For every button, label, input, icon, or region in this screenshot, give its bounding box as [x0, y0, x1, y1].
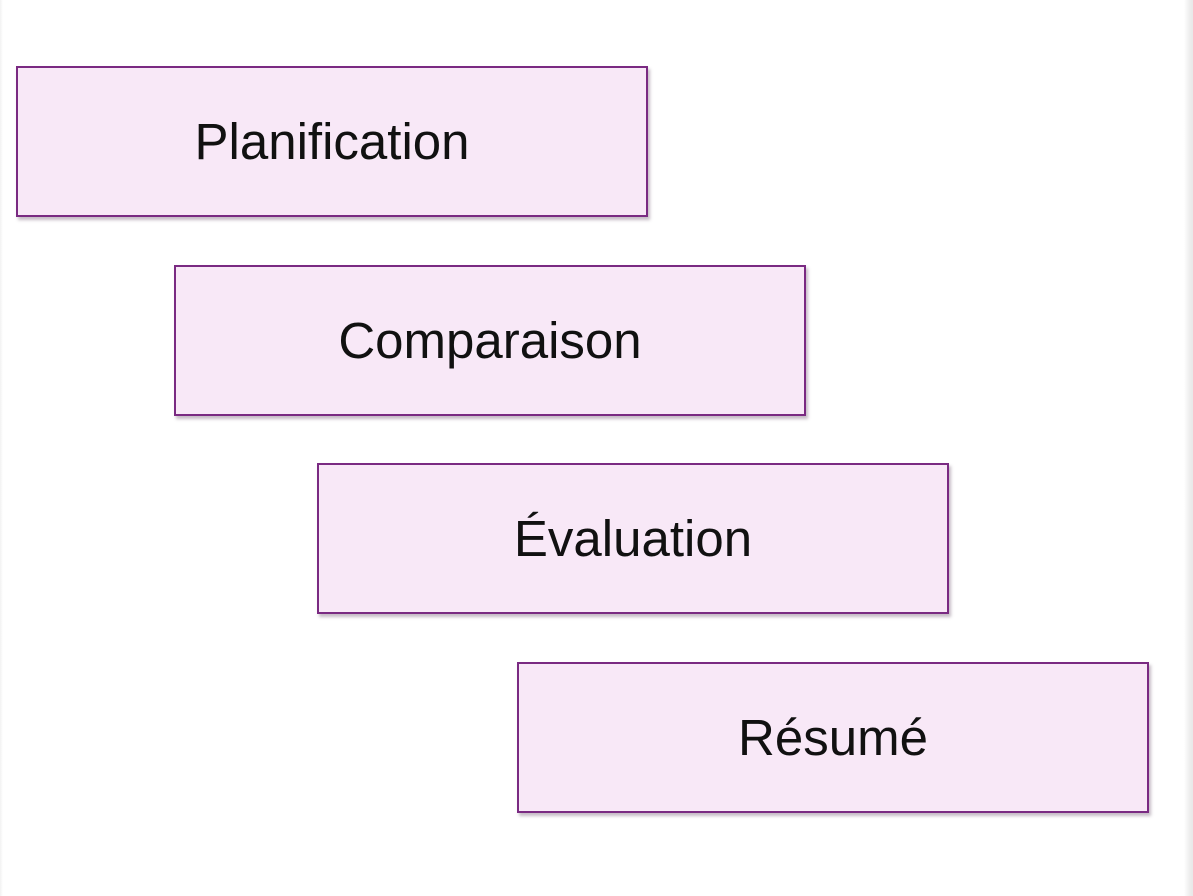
- step-box-evaluation: Évaluation: [317, 463, 949, 614]
- step-label: Planification: [194, 113, 470, 170]
- step-box-comparaison: Comparaison: [174, 265, 806, 416]
- right-edge-divider: [1184, 0, 1193, 896]
- step-label: Comparaison: [338, 312, 642, 369]
- step-label: Résumé: [738, 709, 928, 766]
- step-box-resume: Résumé: [517, 662, 1149, 813]
- left-edge-shading: [0, 0, 3, 896]
- step-label: Évaluation: [513, 510, 753, 567]
- step-box-planification: Planification: [16, 66, 648, 217]
